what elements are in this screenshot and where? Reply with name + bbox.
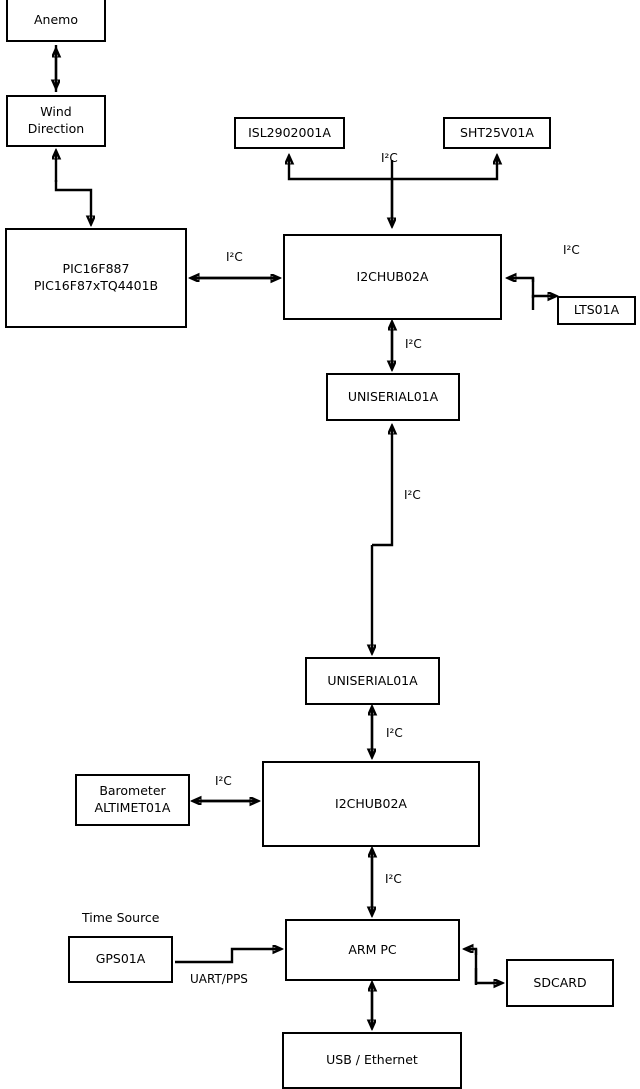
node-pic-microcontroller[interactable]: PIC16F887 PIC16F87xTQ4401B <box>5 228 187 328</box>
edge-label-uniserial-to-uniserial: I²C <box>404 488 421 502</box>
connector-uniserial-uniserial <box>372 426 392 653</box>
connector-pic-wind <box>56 151 91 224</box>
node-sht25v01a[interactable]: SHT25V01A <box>443 117 551 149</box>
node-barometer-altimet01a[interactable]: Barometer ALTIMET01A <box>75 774 190 826</box>
node-sdcard[interactable]: SDCARD <box>506 959 614 1007</box>
edge-label-uniserial-to-hub-bottom: I²C <box>386 726 403 740</box>
label-time-source: Time Source <box>82 910 160 925</box>
node-uniserial01a-top[interactable]: UNISERIAL01A <box>326 373 460 421</box>
node-gps01a[interactable]: GPS01A <box>68 936 173 983</box>
edge-label-gps-to-armpc: UART/PPS <box>190 972 248 986</box>
edge-label-pic-to-hub-top: I²C <box>226 250 243 264</box>
edge-label-hub-top-to-uniserial: I²C <box>405 337 422 351</box>
node-isl2902001a[interactable]: ISL2902001A <box>234 117 345 149</box>
node-arm-pc[interactable]: ARM PC <box>285 919 460 981</box>
node-wind-direction[interactable]: Wind Direction <box>6 95 106 147</box>
connector-sensors-hubtop <box>289 156 497 226</box>
edge-label-sensors-to-hub-top: I²C <box>381 151 398 165</box>
connector-hubtop-lts <box>508 278 556 310</box>
node-i2chub02a-top[interactable]: I2CHUB02A <box>283 234 502 320</box>
edge-label-barometer-to-hub-bottom: I²C <box>215 774 232 788</box>
edge-label-hub-top-to-lts: I²C <box>563 243 580 257</box>
node-usb-ethernet[interactable]: USB / Ethernet <box>282 1032 462 1089</box>
node-i2chub02a-bottom[interactable]: I2CHUB02A <box>262 761 480 847</box>
connector-gps-armpc <box>175 949 281 964</box>
node-anemo[interactable]: Anemo <box>6 0 106 42</box>
edge-label-hub-bottom-to-armpc: I²C <box>385 872 402 886</box>
connector-armpc-sdcard <box>465 949 502 985</box>
node-lts01a[interactable]: LTS01A <box>557 296 636 325</box>
node-uniserial01a-bottom[interactable]: UNISERIAL01A <box>305 657 440 705</box>
